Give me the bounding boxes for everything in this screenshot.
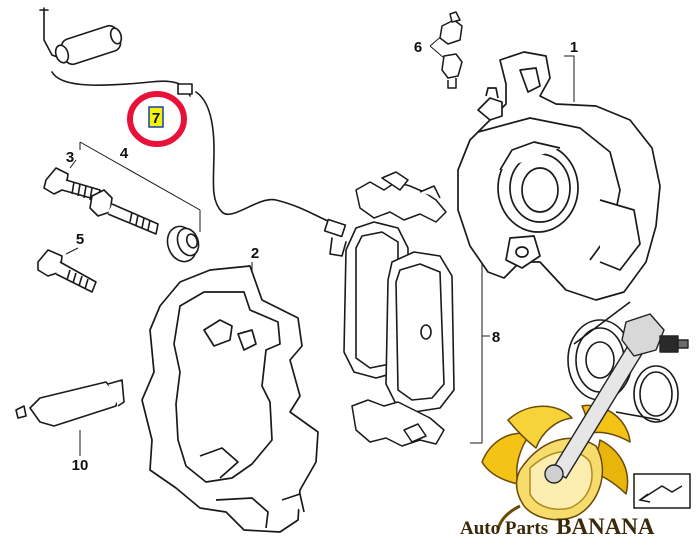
pad-retaining-clip-lower [351,399,445,447]
callout-10: 10 [72,457,89,474]
callout-5: 5 [76,231,84,248]
highlight-box [148,106,164,128]
stabilizer-link-icon [544,313,689,484]
callout-2: 2 [251,245,259,262]
callout-1: 1 [570,39,578,56]
bleed-screw-6 [439,11,463,89]
watermark-logo: Auto Parts BANANA [460,313,691,539]
caliper-housing [457,51,661,301]
callout-3: 3 [66,149,74,166]
brake-wear-sensor [39,7,347,257]
arrow-icon [633,473,691,509]
guide-bolt-4 [89,189,200,263]
watermark-text: Auto Parts BANANA [460,514,655,539]
callout-4: 4 [120,145,129,162]
highlight-ring: 7 [127,91,187,147]
bolt-5 [37,249,97,293]
callout-labels: 1 2 3 4 5 6 8 10 [66,39,578,474]
pad-retaining-clip-upper [355,171,447,223]
caliper-carrier [141,265,319,533]
brake-pad-outer [385,251,455,413]
callout-6: 6 [414,39,422,56]
callout-8: 8 [492,329,500,346]
callout-7: 7 [152,110,160,127]
grease-tube-10 [15,379,125,427]
